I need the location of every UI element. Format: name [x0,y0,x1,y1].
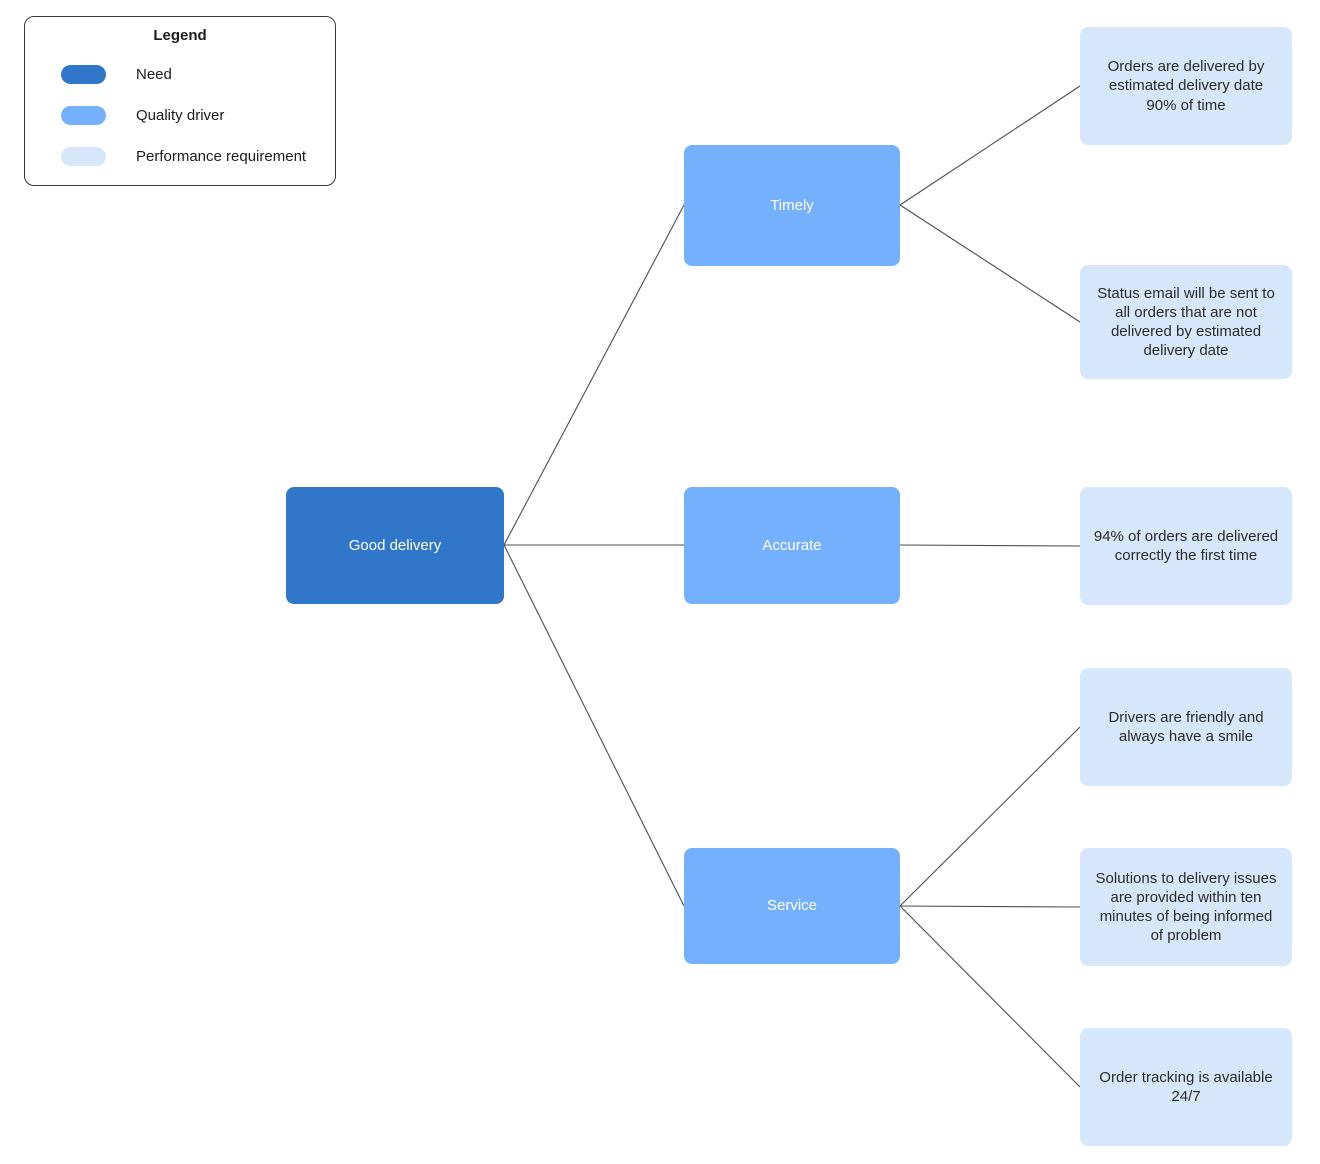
legend-title: Legend [153,27,207,44]
legend-panel: Legend Need Quality driver Performance r… [24,16,336,186]
node-label: Accurate [762,536,822,554]
legend-label-need: Need [136,66,172,83]
legend-item-performance-requirement: Performance requirement [25,136,335,177]
node-driver-accurate[interactable]: Accurate [684,487,900,604]
edge-connector [503,204,685,546]
legend-label-performance-requirement: Performance requirement [136,148,307,165]
node-driver-service[interactable]: Service [684,848,900,964]
node-label: Drivers are friendly and always have a s… [1108,708,1264,745]
node-label: Timely [770,196,814,214]
legend-item-quality-driver: Quality driver [25,95,335,136]
edge-connector [899,905,1081,1088]
node-requirement-order-tracking[interactable]: Order tracking is available 24/7 [1080,1028,1292,1146]
node-requirement-status-email[interactable]: Status email will be sent to all orders … [1080,265,1292,379]
node-label: Good delivery [348,536,442,554]
node-label: Solutions to delivery issues are provide… [1095,869,1277,945]
edge-connector [899,905,1081,908]
node-need-good-delivery[interactable]: Good delivery [286,487,504,604]
edge-connector [899,204,1081,323]
node-label: 94% of orders are delivered correctly th… [1093,527,1279,564]
node-driver-timely[interactable]: Timely [684,145,900,266]
node-label: Service [766,897,818,915]
node-requirement-solution-time[interactable]: Solutions to delivery issues are provide… [1080,848,1292,966]
node-label: Orders are delivered by estimated delive… [1107,58,1265,114]
edge-connector [899,544,1081,547]
legend-label-quality-driver: Quality driver [136,107,225,124]
legend-swatch-need-icon [61,65,106,84]
node-requirement-delivery-on-time[interactable]: Orders are delivered by estimated delive… [1080,27,1292,145]
legend-swatch-performance-requirement-icon [61,147,106,166]
node-requirement-first-time-accuracy[interactable]: 94% of orders are delivered correctly th… [1080,487,1292,605]
edge-connector [899,726,1081,907]
node-requirement-friendly-drivers[interactable]: Drivers are friendly and always have a s… [1080,668,1292,786]
edge-connector [503,544,685,907]
edge-connector [899,85,1081,206]
legend-swatch-quality-driver-icon [61,106,106,125]
legend-item-need: Need [25,54,335,95]
node-label: Status email will be sent to all orders … [1097,284,1275,360]
node-label: Order tracking is available 24/7 [1099,1068,1273,1105]
